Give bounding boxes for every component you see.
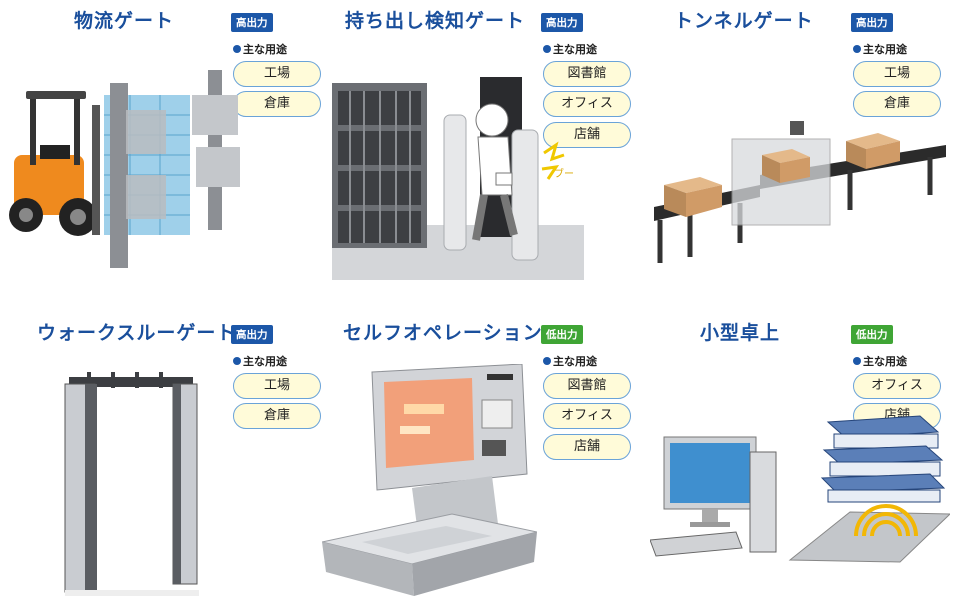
conveyor-tunnel-illustration [654,121,946,263]
card-title: セルフオペレーション [343,322,543,344]
card-desktop-reader: 小型卓上 低出力 主な用途 オフィス 店舗 [620,312,950,612]
card-title: トンネルゲート [674,10,814,32]
card-logistics-gate: 物流ゲート 高出力 主な用途 工場 倉庫 [0,0,321,300]
use-tag: 図書館 [543,61,631,87]
use-tag: 工場 [233,61,321,87]
card-tunnel-gate: トンネルゲート 高出力 主な用途 工場 倉庫 [620,0,946,300]
card-self-operation: セルフオペレーション 低出力 主な用途 図書館 オフィス 店舗 [310,312,631,612]
bullet-icon [853,45,861,53]
bullet-icon [853,357,861,365]
bullet-icon [233,357,241,365]
use-tag: 図書館 [543,373,631,399]
bullet-icon [543,45,551,53]
card-title: 持ち出し検知ゲート [345,10,526,32]
anti-theft-gate-illustration: ブー [332,77,584,280]
uses-label: 主な用途 [233,353,287,369]
walkthrough-gate-illustration [64,372,199,596]
use-tag: 店舗 [543,434,631,460]
output-badge: 高出力 [231,13,273,32]
card-anti-theft-gate: 持ち出し検知ゲート 高出力 主な用途 図書館 オフィス 店舗 ブー [310,0,631,300]
card-title: 小型卓上 [700,322,781,344]
use-tag: 工場 [853,61,941,87]
bullet-icon [233,45,241,53]
use-tag: 倉庫 [233,91,321,117]
output-badge: 低出力 [541,325,583,344]
output-badge: 高出力 [851,13,893,32]
use-tag: 工場 [233,373,321,399]
uses-label: 主な用途 [853,353,907,369]
use-tag: オフィス [543,91,631,117]
output-badge: 高出力 [231,325,273,344]
card-title: 物流ゲート [74,10,175,32]
forklift-gate-illustration [9,70,240,268]
uses-label: 主な用途 [233,41,287,57]
use-tag: 倉庫 [853,91,941,117]
use-tag: オフィス [543,403,631,429]
uses-label: 主な用途 [543,41,597,57]
card-walkthrough-gate: ウォークスルーゲート 高出力 主な用途 工場 倉庫 [0,312,321,612]
self-checkout-kiosk-illustration [322,364,537,596]
card-title: ウォークスルーゲート [37,322,237,344]
uses-label: 主な用途 [543,353,597,369]
output-badge: 低出力 [851,325,893,344]
bullet-icon [543,357,551,365]
uses-label: 主な用途 [853,41,907,57]
alert-text: ブー [554,167,574,180]
desktop-reader-illustration [650,415,950,563]
use-tag: 倉庫 [233,403,321,429]
use-tag: オフィス [853,373,941,399]
output-badge: 高出力 [541,13,583,32]
